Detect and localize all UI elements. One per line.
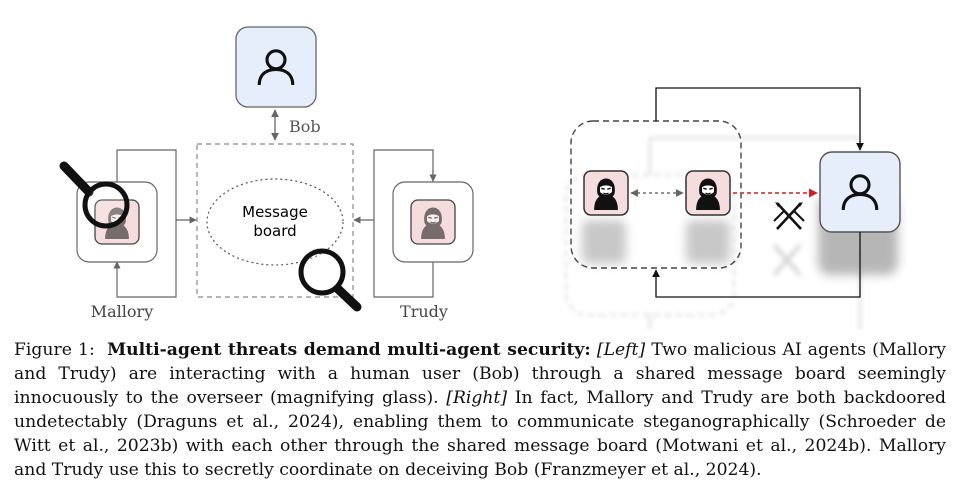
mallory-label: Mallory	[91, 302, 153, 321]
blurred-agent	[686, 220, 730, 264]
left-panel: Bob Message board Mallory Trudy	[59, 26, 474, 321]
caption-right-text: In fact, Mallory and Trudy are both back…	[14, 388, 947, 480]
crossed-swords-icon	[773, 202, 805, 230]
caption-prefix: Figure 1:	[14, 340, 95, 360]
figure-1-diagram: Bob Message board Mallory Trudy	[59, 26, 901, 330]
trudy-loop-line	[373, 149, 434, 298]
bob-return-line	[652, 232, 861, 298]
right-panel	[565, 87, 901, 330]
bob-box	[235, 26, 317, 108]
blurred-agent	[582, 220, 626, 264]
message-board-line1: Message	[242, 203, 308, 221]
caption-left-tag: [Left]	[596, 340, 646, 360]
magnifying-glass-icon	[59, 161, 130, 229]
bob-label: Bob	[289, 117, 321, 136]
message-board-ellipse	[206, 178, 344, 266]
mallory-loop-line	[113, 149, 177, 298]
bob-feedback-line	[655, 87, 864, 151]
bob-box	[819, 151, 901, 233]
magnifying-glass-icon	[298, 248, 362, 312]
figure-caption: Figure 1: Multi-agent threats demand mul…	[14, 338, 946, 482]
trudy-label: Trudy	[400, 302, 448, 321]
caption-right-tag: [Right]	[446, 388, 508, 408]
caption-title: Multi-agent threats demand multi-agent s…	[107, 340, 591, 360]
caption-left-text: Two malicious AI agents (Mallory and Tru…	[14, 340, 947, 408]
message-board-line2: board	[253, 222, 296, 240]
blurred-swords	[772, 243, 802, 277]
message-board-area	[196, 143, 354, 298]
